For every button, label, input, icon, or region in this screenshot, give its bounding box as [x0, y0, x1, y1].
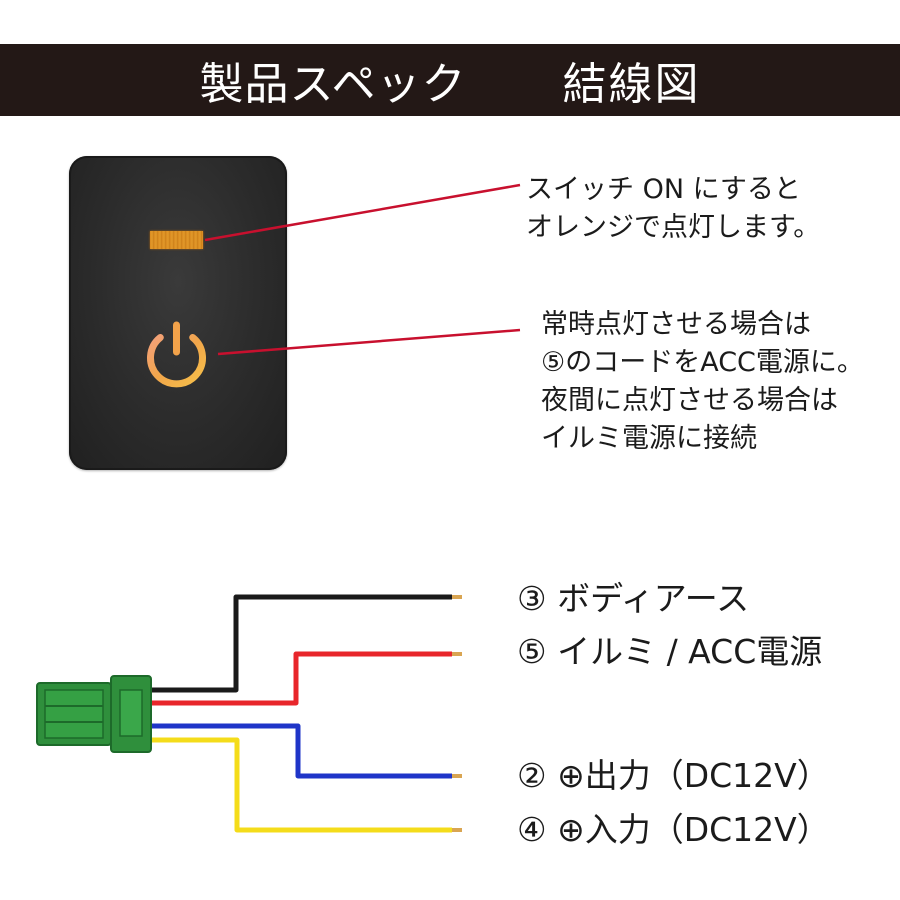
- wire-label-input: ④ ⊕入力（DC12V）: [517, 810, 830, 849]
- callout-line: 夜間に点灯させる場合は: [541, 385, 838, 416]
- light-mode-callout: 常時点灯させる場合は ⑤のコードをACC電源に。 夜間に点灯させる場合は イルミ…: [541, 306, 864, 458]
- wire-tip-black: [452, 595, 462, 599]
- callout-line: ⑤のコードをACC電源に。: [541, 347, 864, 378]
- pointer-line-power: [217, 328, 521, 356]
- callout-line: 常時点灯させる場合は: [541, 309, 811, 340]
- wiring-diagram-title: 結線図: [562, 59, 701, 110]
- wire-tip-blue: [452, 774, 462, 778]
- product-spec-title: 製品スペック: [199, 59, 467, 110]
- connector: [36, 675, 152, 753]
- wire-yellow: [150, 737, 452, 833]
- wire-red: [150, 651, 452, 706]
- wire-tip-red: [452, 652, 462, 656]
- switch-on-callout: スイッチ ON にすると オレンジで点灯します。: [526, 171, 820, 247]
- power-icon: [147, 321, 206, 388]
- pointer-line-indicator: [204, 183, 521, 242]
- callout-line: イルミ電源に接続: [541, 423, 757, 454]
- wire-label-illumination-acc: ⑤ イルミ / ACC電源: [517, 632, 823, 671]
- wire-tip-yellow: [452, 828, 462, 832]
- callout-line: スイッチ ON にすると: [526, 174, 801, 205]
- wire-blue: [150, 723, 452, 779]
- wire-label-body-ground: ③ ボディアース: [517, 579, 750, 618]
- callout-line: オレンジで点灯します。: [526, 212, 821, 243]
- wire-black: [150, 594, 452, 693]
- header-banner: 製品スペック 結線図: [0, 44, 900, 116]
- indicator-led: [150, 231, 203, 249]
- switch-body: [69, 156, 287, 470]
- wire-label-output: ② ⊕出力（DC12V）: [517, 756, 830, 795]
